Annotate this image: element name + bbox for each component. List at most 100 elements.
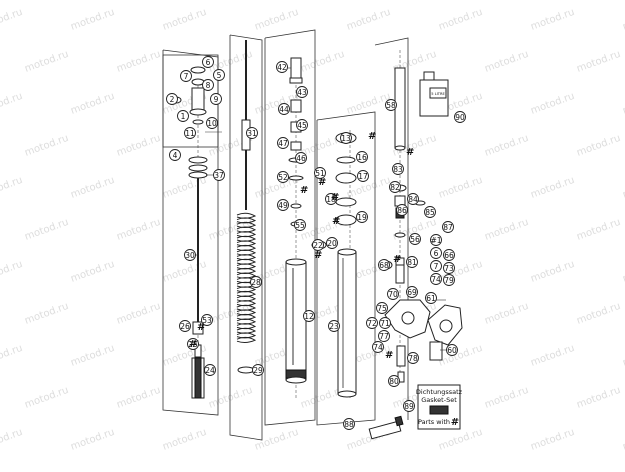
watermark-text: motod.ru	[437, 427, 484, 453]
fork-oil-can: 5 LITRE	[419, 71, 449, 117]
watermark-layer: motod.ru motod.ru motod.ru motod.ru motod.ru…	[0, 7, 625, 472]
callout-86: 86	[396, 204, 408, 216]
callout-number: 69	[407, 288, 417, 297]
callout-number: 23	[329, 322, 339, 331]
callout-number: 7	[434, 262, 439, 271]
callout-number: 6	[434, 249, 439, 258]
watermark-text: motod.ru	[207, 49, 254, 75]
callout-number: 80	[389, 377, 399, 386]
callout-58: 58	[385, 99, 397, 111]
hash-mark: #	[332, 216, 340, 227]
callout-72: 72	[366, 317, 378, 329]
callout-number: 71	[380, 319, 390, 328]
callout-82: 82	[389, 181, 401, 193]
gasket-box-mark: #	[451, 417, 459, 428]
callout-number: 29	[253, 366, 263, 375]
callout-2: 2	[166, 93, 178, 105]
watermark-text: motod.ru	[69, 91, 116, 117]
watermark-text: motod.ru	[23, 301, 70, 327]
callout-number: 73	[444, 264, 454, 273]
watermark-text: motod.ru	[575, 133, 622, 159]
watermark-text: motod.ru	[621, 7, 625, 33]
callout-number: 90	[455, 113, 465, 122]
callout-73: 73	[443, 262, 455, 274]
watermark-text: motod.ru	[69, 7, 116, 33]
hash-mark: #	[300, 185, 308, 196]
hash-mark: #	[368, 131, 376, 142]
watermark-text: motod.ru	[23, 49, 70, 75]
callout-number: 9	[214, 95, 219, 104]
hash-mark: #	[385, 350, 393, 361]
callout-46: 46	[295, 152, 307, 164]
watermark-text: motod.ru	[575, 385, 622, 411]
callout-16: 16	[356, 151, 368, 163]
callout-60: 60	[446, 344, 458, 356]
callout-number: 74	[373, 343, 383, 352]
watermark-text: motod.ru	[23, 385, 70, 411]
callout-number: 43	[297, 88, 307, 97]
callout-number: 79	[444, 276, 454, 285]
callout-number: 5	[217, 71, 222, 80]
watermark-text: motod.ru	[115, 49, 162, 75]
callout-11: 11	[184, 127, 196, 139]
spring-assembly	[236, 40, 257, 374]
callout-number: 88	[344, 420, 354, 429]
watermark-text: motod.ru	[437, 7, 484, 33]
inner-tube-assembly	[285, 57, 307, 384]
callout-37: 37	[213, 169, 225, 181]
callout-85: 85	[424, 206, 436, 218]
callout-61: 61	[425, 292, 437, 304]
callout-9: 9	[210, 93, 222, 105]
callout-number: 10	[207, 119, 217, 128]
watermark-text: motod.ru	[23, 217, 70, 243]
callout-number: 66	[444, 251, 454, 260]
callout-number: 6	[206, 58, 211, 67]
watermark-text: motod.ru	[621, 427, 625, 453]
callout-number: 42	[277, 63, 287, 72]
hash-mark: #	[393, 254, 401, 265]
callout-number: 46	[296, 154, 306, 163]
watermark-text: motod.ru	[529, 343, 576, 369]
callout-8: 8	[202, 79, 214, 91]
reference-callout: 6	[430, 247, 442, 259]
callout-52: 52	[277, 171, 289, 183]
callout-number: 53	[202, 316, 212, 325]
callout-number: 86	[397, 206, 407, 215]
callout-number: 8	[206, 81, 211, 90]
callout-43: 43	[296, 86, 308, 98]
callout-6: 6	[202, 56, 214, 68]
callout-number: 17	[358, 172, 368, 181]
callout-number: 77	[379, 332, 389, 341]
callout-30: 30	[184, 249, 196, 261]
callout-number: 44	[279, 105, 289, 114]
callout-81: 81	[406, 256, 418, 268]
watermark-text: motod.ru	[207, 385, 254, 411]
callout-number: 31	[247, 129, 257, 138]
callout-number: 7	[184, 72, 189, 81]
callout-number: 87	[443, 223, 453, 232]
callout-49: 49	[277, 199, 289, 211]
gasket-box-line3: Parts with	[418, 418, 450, 426]
watermark-text: motod.ru	[575, 217, 622, 243]
callout-53: 53	[201, 314, 213, 326]
hash-mark: #	[197, 322, 205, 333]
hash-mark: #	[406, 147, 414, 158]
outer-tube-assembly	[311, 132, 357, 398]
gasket-box-line1: Dichtungssatz	[416, 388, 463, 396]
callout-23: 23	[328, 320, 340, 332]
callout-55: 55	[294, 219, 306, 231]
watermark-text: motod.ru	[207, 217, 254, 243]
watermark-text: motod.ru	[161, 259, 208, 285]
watermark-text: motod.ru	[575, 301, 622, 327]
callout-number: 47	[278, 139, 288, 148]
watermark-text: motod.ru	[529, 175, 576, 201]
watermark-text: motod.ru	[115, 385, 162, 411]
watermark-text: motod.ru	[621, 343, 625, 369]
callout-number: 45	[297, 121, 307, 130]
watermark-text: motod.ru	[483, 217, 530, 243]
watermark-text: motod.ru	[0, 259, 24, 285]
watermark-text: motod.ru	[483, 385, 530, 411]
callout-28: 28	[250, 276, 262, 288]
callout-90: 90	[454, 111, 466, 123]
